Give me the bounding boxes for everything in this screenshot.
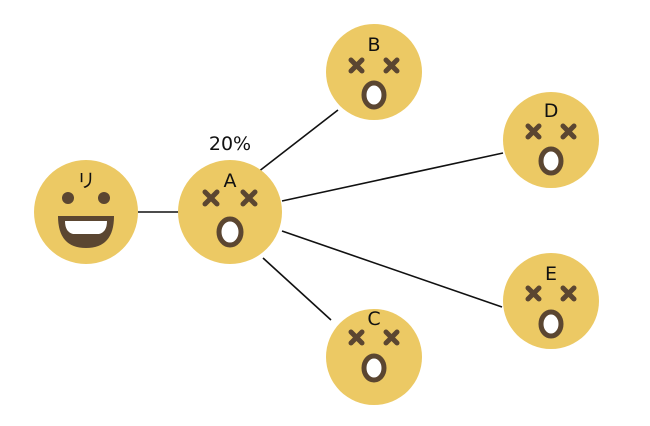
node-c: C xyxy=(326,308,422,405)
x-eye-left-icon xyxy=(348,57,365,74)
x-eye-left-icon xyxy=(525,123,542,140)
x-eye-left-icon xyxy=(202,189,220,207)
o-mouth-icon xyxy=(216,216,244,248)
face-b xyxy=(326,24,422,120)
o-mouth-icon xyxy=(361,353,387,383)
node-b: B xyxy=(326,24,422,120)
x-eye-left-icon xyxy=(525,285,542,302)
x-eye-right-icon xyxy=(383,57,400,74)
eye-right-icon xyxy=(98,192,110,204)
node-a-percent: 20% xyxy=(209,133,251,155)
node-label-d: D xyxy=(544,100,559,122)
edge-a-e xyxy=(281,230,503,308)
node-label-a: A xyxy=(224,170,237,192)
node-label-r: リ xyxy=(76,170,95,192)
x-eye-right-icon xyxy=(240,189,258,207)
face-d xyxy=(503,92,599,188)
o-mouth-icon xyxy=(361,80,387,110)
eye-left-icon xyxy=(62,192,74,204)
o-mouth-icon xyxy=(538,309,564,339)
o-mouth-icon xyxy=(538,146,564,176)
node-d: D xyxy=(503,92,599,188)
x-eye-right-icon xyxy=(560,123,577,140)
x-eye-right-icon xyxy=(383,329,400,346)
edge-a-d xyxy=(281,152,504,202)
x-eye-right-icon xyxy=(560,285,577,302)
face-a xyxy=(178,160,282,264)
edge-a-b xyxy=(257,109,339,173)
node-e: E xyxy=(503,253,599,349)
face-e xyxy=(503,253,599,349)
node-a: A xyxy=(178,160,282,264)
x-eye-left-icon xyxy=(348,329,365,346)
node-r: リ xyxy=(34,160,138,264)
node-label-b: B xyxy=(367,34,380,56)
node-label-e: E xyxy=(545,263,557,285)
node-label-c: C xyxy=(367,308,380,330)
edges-group xyxy=(138,109,504,321)
edge-a-c xyxy=(262,257,332,321)
face-r xyxy=(34,160,138,264)
smile-teeth-icon xyxy=(65,221,107,234)
